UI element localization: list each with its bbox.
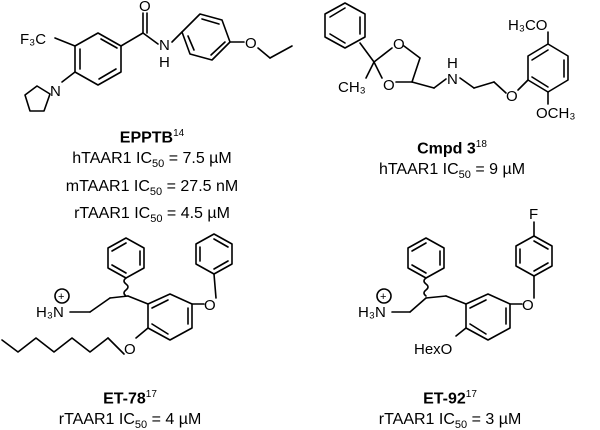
- activity-line: hTAAR1 IC50 = 7.5 µM: [72, 150, 232, 171]
- compound-name: Cmpd 318: [417, 139, 487, 158]
- atom-label: +: [58, 291, 64, 303]
- atom-labels: F₃C O N H O N O O CH₃ N H O H₃CO OCH₃ H₃…: [20, 0, 575, 358]
- activity-line: mTAAR1 IC50 = 27.5 nM: [65, 177, 239, 198]
- reference-number: 17: [145, 389, 157, 400]
- activity-line: rTAAR1 IC50 = 4.5 µM: [74, 204, 230, 225]
- atom-label: O: [383, 77, 395, 94]
- atom-label: H₃N: [358, 304, 386, 321]
- reference-number: 18: [475, 139, 487, 150]
- structure-cmpd3: [324, 2, 569, 105]
- atom-label: N: [50, 83, 61, 100]
- compound-name: ET-7817: [103, 389, 157, 408]
- atom-label: O: [393, 36, 405, 53]
- atom-label: O: [124, 341, 136, 358]
- atom-label: O: [204, 297, 216, 314]
- activity-line: hTAAR1 IC50 = 9 µM: [378, 161, 526, 182]
- caption-cmpd3: Cmpd 318 hTAAR1 IC50 = 9 µM: [322, 134, 582, 187]
- caption-epptb: EPPTB14 hTAAR1 IC50 = 7.5 µM mTAAR1 IC50…: [22, 123, 282, 230]
- reference-number: 14: [173, 128, 185, 139]
- reference-number: 17: [465, 389, 477, 400]
- atom-label: CH₃: [338, 79, 366, 96]
- atom-label: F₃C: [20, 31, 46, 48]
- structure-et78: [1, 233, 233, 355]
- atom-label: O: [522, 297, 534, 314]
- caption-et92: ET-9217 rTAAR1 IC50 = 3 µM: [320, 384, 580, 430]
- structure-et92: [391, 221, 553, 341]
- atom-label: OCH₃: [536, 105, 575, 122]
- structure-epptb: [24, 12, 293, 112]
- compound-name: EPPTB14: [119, 128, 185, 147]
- atom-label: H₃N: [36, 304, 64, 321]
- activity-line: rTAAR1 IC50 = 3 µM: [378, 411, 522, 430]
- atom-label: N: [159, 37, 170, 54]
- atom-label: H: [447, 55, 458, 72]
- atom-label: HexO: [414, 341, 452, 358]
- compound-name: ET-9217: [423, 389, 477, 408]
- caption-et78: ET-7817 rTAAR1 IC50 = 4 µM: [0, 384, 260, 430]
- activity-line: rTAAR1 IC50 = 4 µM: [58, 411, 202, 430]
- positive-charge-icon: [376, 288, 392, 304]
- atom-label: O: [245, 35, 257, 52]
- atom-label: H: [159, 54, 170, 71]
- atom-label: H₃CO: [508, 17, 547, 34]
- atom-label: F: [529, 206, 538, 223]
- atom-label: O: [139, 0, 151, 15]
- atom-label: N: [447, 71, 458, 88]
- positive-charge-icon: [54, 288, 70, 304]
- atom-label: O: [506, 88, 518, 105]
- atom-label: +: [380, 291, 386, 303]
